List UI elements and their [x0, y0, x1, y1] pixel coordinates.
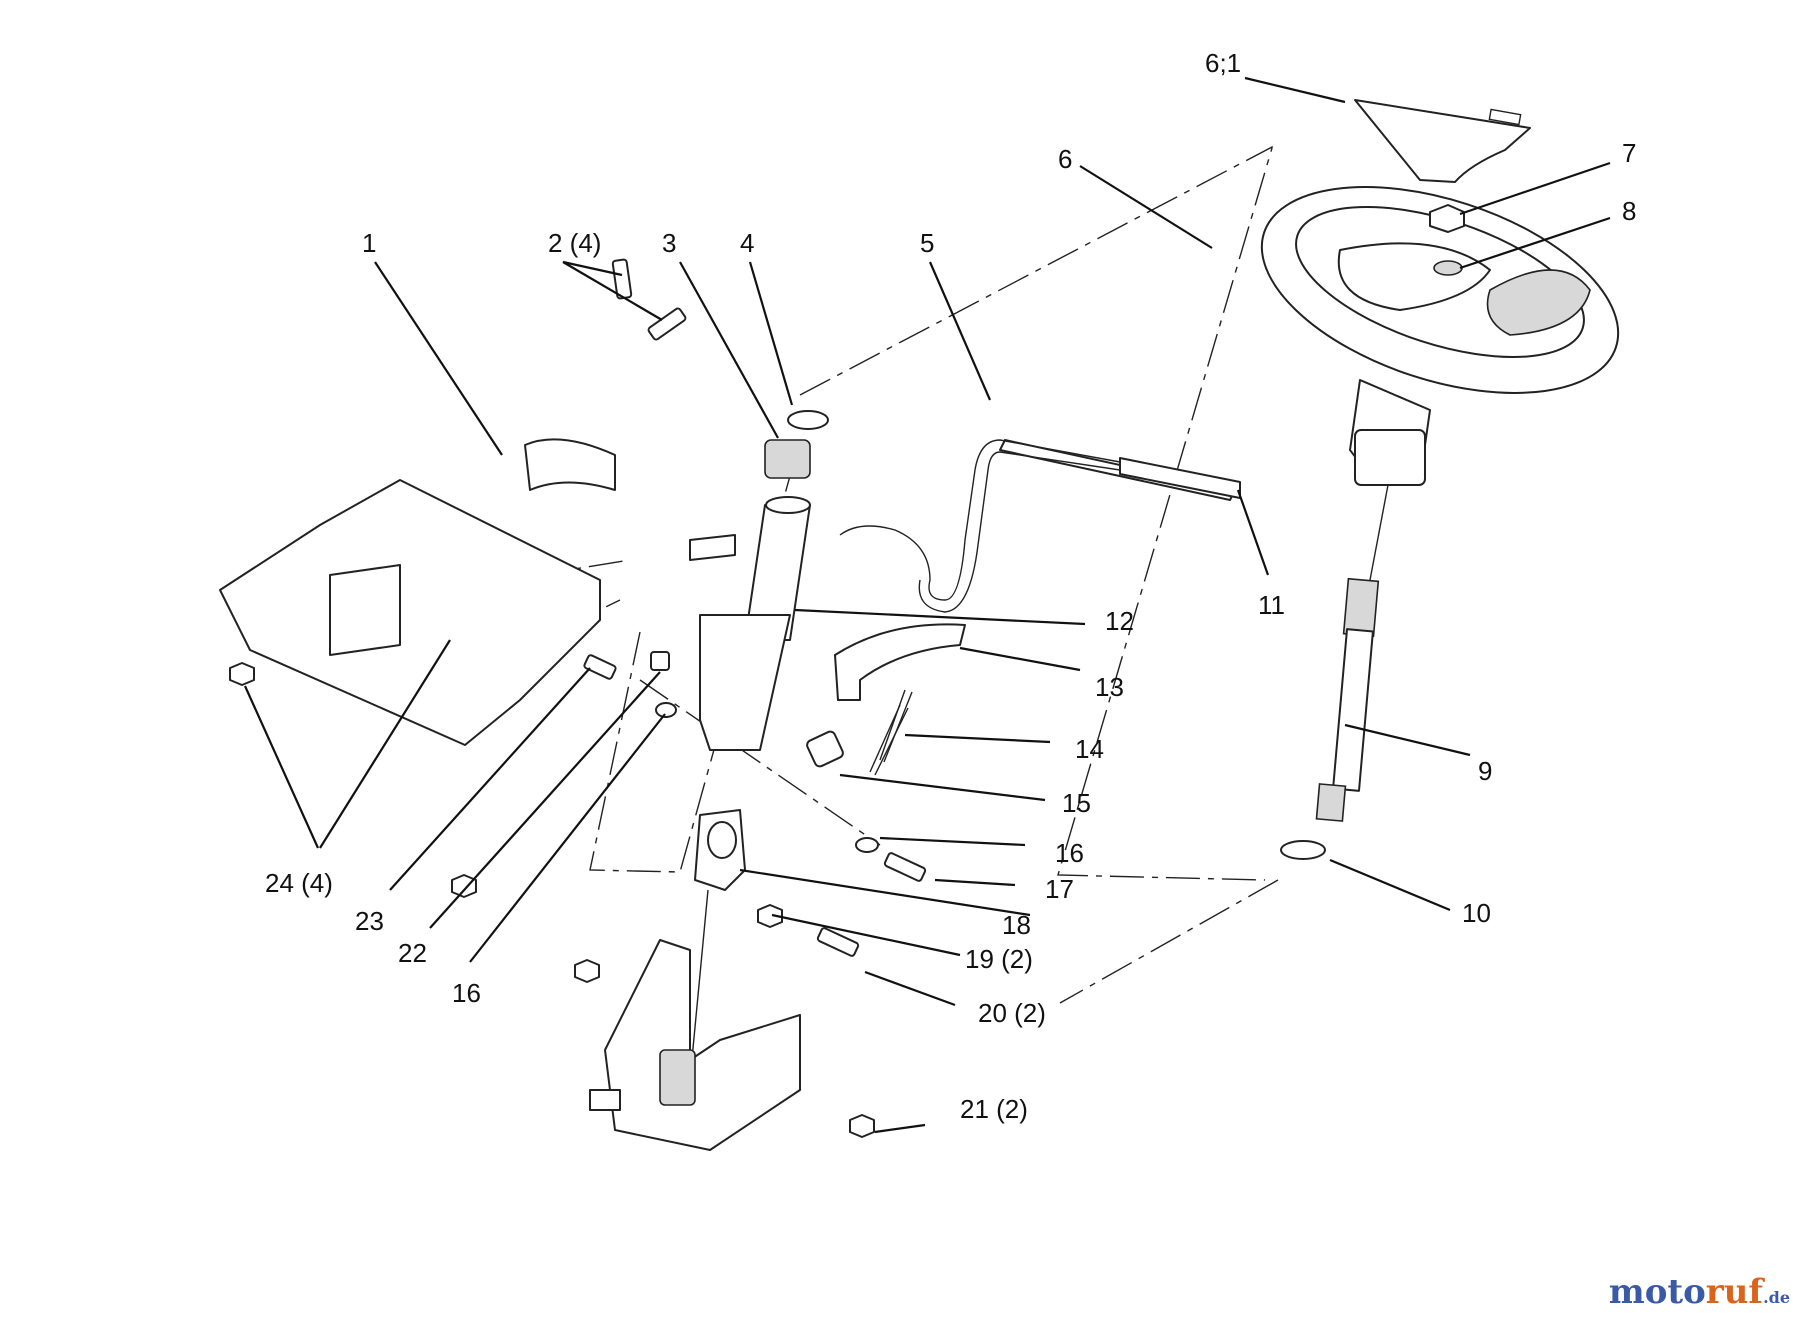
lower-mount-bracket-part [589, 939, 801, 1151]
callout-1: 1 [362, 228, 376, 258]
callout-20: 20 (2) [978, 998, 1046, 1028]
callout-8: 8 [1622, 196, 1636, 226]
callout-12: 12 [1105, 606, 1134, 636]
callout-17: 17 [1045, 874, 1074, 904]
callout-23: 23 [355, 906, 384, 936]
watermark-part-3: .de [1763, 1288, 1790, 1307]
leader-lines [243, 76, 1611, 1134]
callout-16-left: 16 [452, 978, 481, 1008]
callout-5: 5 [920, 228, 934, 258]
support-bracket-part [219, 438, 616, 746]
callout-19: 19 (2) [965, 944, 1033, 974]
wheel-cap-part [1354, 99, 1531, 183]
callout-13: 13 [1095, 672, 1124, 702]
universal-joint-part [689, 809, 746, 1081]
hardware-parts [229, 258, 927, 1138]
callout-3: 3 [662, 228, 676, 258]
callout-labels: 6;1 6 7 8 1 2 (4) 3 4 5 11 12 13 14 9 15… [265, 48, 1636, 1124]
callout-16-right: 16 [1055, 838, 1084, 868]
callout-22: 22 [398, 938, 427, 968]
callout-11: 11 [1258, 590, 1285, 620]
callout-6: 6 [1058, 144, 1072, 174]
callout-6-1: 6;1 [1205, 48, 1241, 78]
callout-7: 7 [1622, 138, 1636, 168]
steering-shaft-part [1280, 484, 1389, 860]
steering-wheel-part [1260, 186, 1620, 486]
watermark-part-1: moto [1608, 1272, 1706, 1312]
callout-2: 2 (4) [548, 228, 601, 258]
callout-15: 15 [1062, 788, 1091, 818]
callout-14: 14 [1075, 734, 1104, 764]
nut-and-washer-parts [1429, 204, 1465, 276]
callout-9: 9 [1478, 756, 1492, 786]
callout-24: 24 (4) [265, 868, 333, 898]
callout-21: 21 (2) [960, 1094, 1028, 1124]
callout-10: 10 [1462, 898, 1491, 928]
steering-column-part [689, 410, 829, 751]
lift-rod-part [839, 439, 1241, 613]
bracket-and-spring-parts [834, 623, 966, 776]
callout-4: 4 [740, 228, 754, 258]
callout-18: 18 [1002, 910, 1031, 940]
motoruf-watermark: motoruf.de [1609, 1272, 1790, 1312]
watermark-part-2: ruf [1705, 1272, 1764, 1312]
